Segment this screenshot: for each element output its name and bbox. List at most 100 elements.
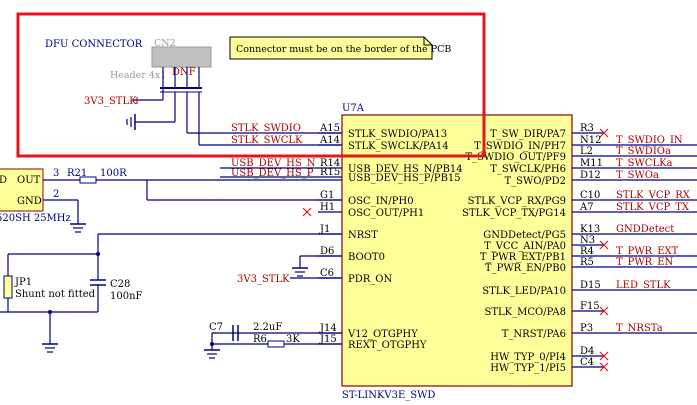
right-pin-num-m11: M11 [580, 158, 603, 169]
right-pin-num-k13: K13 [580, 224, 600, 235]
no-connect-h1 [302, 207, 312, 217]
jp1-ref: JP1 [14, 277, 32, 288]
right-pin-name-r5: T_PWR_EN/PB0 [485, 263, 566, 274]
left-pin-num-d6: D6 [320, 246, 334, 257]
left-pin-num-j14: J14 [319, 323, 337, 334]
left-pin-num-a14: A14 [319, 135, 340, 146]
left-pin-name-j1: NRST [348, 230, 378, 241]
right-pin-num-f15: F15 [580, 301, 600, 312]
right-pin-name-c10: STLK_VCP_RX/PG9 [468, 196, 566, 207]
chip-part: ST-LINKV3E_SWD [342, 390, 435, 401]
right-pin-num-d4: D4 [580, 346, 594, 357]
oscillator: D OUT GND 520SH 25MHz [0, 168, 71, 224]
right-pin-num-a7: A7 [579, 202, 594, 213]
left-pin-name-r15: USB_DEV_HS_P/PB15 [348, 173, 461, 184]
right-net-d15: LED_STLK [616, 280, 671, 291]
right-pin-num-n3: N3 [580, 235, 595, 246]
left-pin-name-h1: OSC_OUT/PH1 [348, 208, 424, 219]
left-pin-num-j1: J1 [319, 224, 330, 235]
left-pin-num-r15: R15 [320, 167, 340, 178]
net-stlk-swclk: STLK_SWCLK [231, 135, 303, 146]
right-pin-num-r3: R3 [580, 123, 594, 134]
r6-ref: R6 [253, 334, 267, 345]
right-pin-name-m11: T_SWCLK/PH6 [490, 164, 566, 175]
dfu-highlight-box [16, 12, 486, 158]
right-pin-num-d15: D15 [580, 280, 601, 291]
c7-capacitor [232, 325, 239, 341]
right-pin-name-d12: T_SWO/PD2 [505, 176, 566, 187]
right-net-p3: T_NRSTa [616, 323, 663, 334]
right-pin-name-r3: T_SW_DIR/PA7 [490, 129, 566, 140]
net-pdr-on-3v3: 3V3_STLK [237, 274, 290, 285]
right-net-l2: T_SWDIOa [616, 146, 671, 157]
no-connect-n3 [599, 240, 609, 250]
oscillator-pin-gnd: 2 [53, 189, 59, 200]
c7-value: 2.2uF [253, 322, 282, 333]
chip-ref: U7A [342, 103, 365, 114]
jp1-jumper [3, 275, 13, 299]
oscillator-out-label: OUT [17, 175, 41, 186]
left-pin-name-a15: STLK_SWDIO/PA13 [348, 129, 447, 140]
right-net-r5: T_PWR_EN [616, 257, 674, 268]
oscillator-part: 520SH 25MHz [0, 213, 71, 224]
left-pin-name-c6: PDR_ON [348, 274, 392, 285]
c28-capacitor [90, 279, 106, 286]
right-net-m11: T_SWCLKa [616, 158, 673, 169]
gnd-symbol-osc [70, 223, 86, 233]
r21-value: 100R [100, 168, 127, 179]
c7-ref: C7 [209, 322, 223, 333]
right-pin-name-f15: STLK_MCO/PA8 [485, 307, 566, 318]
right-pin-name-a7: STLK_VCP_TX/PG14 [462, 208, 566, 219]
right-pin-num-c10: C10 [580, 190, 600, 201]
no-connect-c4 [599, 362, 609, 372]
oscillator-pin-out: 3 [53, 168, 59, 179]
gnd-symbol-boot0 [292, 267, 308, 277]
no-connect-f15 [599, 306, 609, 316]
right-net-c10: STLK_VCP_RX [616, 190, 691, 201]
left-pin-num-r14: R14 [320, 158, 340, 169]
oscillator-body [0, 168, 44, 212]
r21-ref: R21 [67, 168, 87, 179]
right-pin-name-r4: T_PWR_EXT/PB1 [480, 252, 566, 263]
chip-body [341, 114, 573, 387]
gnd-symbol-dfu [126, 114, 136, 130]
right-pin-num-c4: C4 [580, 357, 594, 368]
pcb-border-note-text: Connector must be on the border of the P… [236, 44, 451, 55]
left-pin-num-c6: C6 [320, 268, 334, 279]
right-pin-name-n3: T_VCC_AIN/PA0 [484, 241, 566, 252]
r6-value: 3K [286, 334, 300, 345]
left-pin-name-j15: REXT_OTGPHY [348, 340, 427, 351]
cn2-header-body [151, 46, 212, 68]
right-pin-name-k13: GNDDetect/PG5 [483, 230, 566, 241]
right-pin-name-c4: HW_TYP_1/PI5 [490, 363, 566, 374]
chip-left-pins: A15STLK_SWDIO/PA13A14STLK_SWCLK/PA14R14U… [220, 123, 463, 351]
jp1-value: Shunt not fitted [15, 289, 96, 300]
left-pin-name-r14: USB_DEV_HS_N/PB14 [348, 164, 463, 175]
right-pin-num-r5: R5 [580, 257, 594, 268]
right-net-k13: GNDDetect [616, 224, 674, 235]
right-pin-num-l2: L2 [580, 146, 593, 157]
r21-resistor [79, 176, 97, 184]
c28-ref: C28 [110, 279, 130, 290]
right-net-d12: T_SWOa [616, 170, 659, 181]
right-pin-num-r4: R4 [580, 246, 594, 257]
no-connect-r3 [599, 128, 609, 138]
cn2-value: Header 4x1 [110, 70, 166, 81]
right-pin-name-n12: T_SWDIO_IN/PH7 [474, 141, 566, 152]
right-pin-num-d12: D12 [580, 170, 601, 181]
oscillator-partial-label: D [0, 175, 7, 186]
left-pin-name-a14: STLK_SWCLK/PA14 [348, 141, 449, 152]
cn2-dnf: DNF [172, 67, 196, 78]
gnd-symbol-c7 [204, 349, 220, 359]
c28-value: 100nF [110, 291, 143, 302]
net-usb-dev-hs-n: USB_DEV_HS_N [231, 158, 316, 169]
right-net-r4: T_PWR_EXT [616, 246, 679, 257]
left-pin-num-a15: A15 [319, 123, 340, 134]
left-pin-name-d6: BOOT0 [348, 252, 385, 263]
left-pin-num-j15: J15 [319, 334, 337, 345]
net-usb-dev-hs-p: USB_DEV_HS_P [231, 168, 314, 179]
right-pin-name-d15: STLK_LED/PA10 [482, 286, 566, 297]
